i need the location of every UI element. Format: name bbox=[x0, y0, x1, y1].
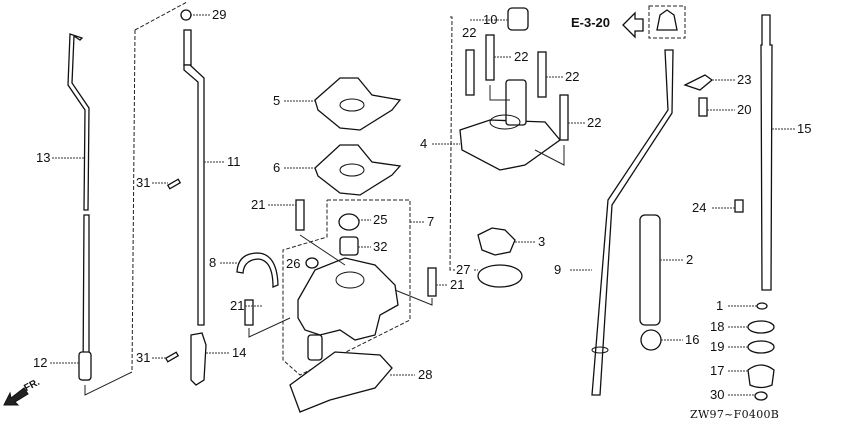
part-31-pin-lower bbox=[164, 351, 180, 363]
callout-12[interactable]: 12 bbox=[33, 355, 48, 370]
callout-27[interactable]: 27 bbox=[456, 262, 471, 277]
callout-8[interactable]: 8 bbox=[209, 255, 217, 270]
part-9-water-tube bbox=[591, 49, 674, 396]
callout-10[interactable]: 10 bbox=[483, 12, 498, 27]
callout-3[interactable]: 3 bbox=[538, 234, 546, 249]
callout-18[interactable]: 18 bbox=[710, 319, 725, 334]
callout-9[interactable]: 9 bbox=[554, 262, 562, 277]
part-32-collar bbox=[339, 236, 359, 256]
callout-19[interactable]: 19 bbox=[710, 339, 725, 354]
callout-28[interactable]: 28 bbox=[418, 367, 433, 382]
callout-23[interactable]: 23 bbox=[737, 72, 752, 87]
callout-22-c[interactable]: 22 bbox=[565, 69, 580, 84]
part-2-tube bbox=[639, 214, 661, 326]
reference-box bbox=[648, 5, 686, 39]
part-25-oil-seal bbox=[338, 213, 360, 231]
part-21-bolts bbox=[244, 199, 437, 338]
callout-29[interactable]: 29 bbox=[212, 7, 227, 22]
callout-14[interactable]: 14 bbox=[232, 345, 247, 360]
callout-7[interactable]: 7 bbox=[427, 214, 435, 229]
callout-24[interactable]: 24 bbox=[692, 200, 707, 215]
part-20-bolt bbox=[698, 97, 708, 117]
callout-5[interactable]: 5 bbox=[273, 93, 281, 108]
callout-22-b[interactable]: 22 bbox=[514, 49, 529, 64]
callout-13[interactable]: 13 bbox=[36, 150, 51, 165]
part-17-pinion-gear bbox=[747, 364, 775, 389]
part-7-frame bbox=[282, 199, 411, 376]
part-14-joint bbox=[190, 332, 207, 386]
assembly-bracket-rod bbox=[84, 1, 188, 396]
part-5-gasket-plate bbox=[314, 77, 402, 131]
part-6-gasket-plate bbox=[314, 144, 402, 196]
callout-1[interactable]: 1 bbox=[716, 298, 724, 313]
assembly-bracket-housing bbox=[449, 16, 455, 271]
callout-32[interactable]: 32 bbox=[373, 239, 388, 254]
part-19-shim bbox=[747, 340, 775, 354]
callout-2[interactable]: 2 bbox=[686, 252, 694, 267]
part-10-seal bbox=[507, 7, 529, 31]
callout-30[interactable]: 30 bbox=[710, 387, 725, 402]
callout-17[interactable]: 17 bbox=[710, 363, 725, 378]
callout-11[interactable]: 11 bbox=[227, 154, 241, 169]
part-1-washer bbox=[756, 302, 768, 310]
left-arrow-icon bbox=[622, 11, 644, 39]
callout-21-left[interactable]: 21 bbox=[230, 298, 245, 313]
part-3-impeller bbox=[477, 227, 516, 256]
part-27-o-ring bbox=[477, 264, 523, 288]
leader-lines bbox=[50, 14, 795, 396]
reference-part-icon bbox=[656, 9, 678, 31]
part-30-pinion-nut bbox=[754, 391, 768, 401]
callout-25[interactable]: 25 bbox=[373, 212, 388, 227]
callout-6[interactable]: 6 bbox=[273, 160, 281, 175]
part-12-coupler bbox=[78, 351, 92, 381]
front-arrow-icon bbox=[3, 387, 29, 406]
diagram-code: ZW97~F0400B bbox=[690, 408, 780, 421]
part-22-bolts bbox=[465, 34, 569, 166]
callout-21-right[interactable]: 21 bbox=[450, 277, 465, 292]
callout-22-d[interactable]: 22 bbox=[587, 115, 602, 130]
callout-4[interactable]: 4 bbox=[420, 136, 428, 151]
part-13-rod bbox=[67, 33, 90, 381]
callout-22-a[interactable]: 22 bbox=[462, 25, 477, 40]
part-4-pump-housing bbox=[459, 79, 561, 171]
callout-31-upper[interactable]: 31 bbox=[136, 175, 151, 190]
callout-21-top[interactable]: 21 bbox=[251, 197, 266, 212]
callout-31-lower[interactable]: 31 bbox=[136, 350, 151, 365]
callout-16[interactable]: 16 bbox=[685, 332, 700, 347]
callout-15[interactable]: 15 bbox=[797, 121, 812, 136]
part-26-small-seal bbox=[305, 257, 319, 269]
part-18-shim bbox=[747, 320, 775, 334]
part-23-retainer-plate bbox=[683, 74, 714, 91]
part-8-hose bbox=[236, 252, 279, 288]
part-28-case-gasket bbox=[289, 351, 393, 413]
part-16-grommet bbox=[640, 329, 662, 351]
part-29-nut bbox=[180, 9, 192, 21]
pump-case bbox=[297, 257, 399, 361]
part-24-clip bbox=[734, 199, 744, 213]
callout-20[interactable]: 20 bbox=[737, 102, 752, 117]
part-31-pin-upper bbox=[166, 178, 182, 190]
part-15-drive-shaft bbox=[760, 14, 773, 291]
callout-26[interactable]: 26 bbox=[286, 256, 301, 271]
part-11-shift-rod bbox=[183, 29, 205, 326]
reference-label[interactable]: E-3-20 bbox=[571, 15, 611, 30]
